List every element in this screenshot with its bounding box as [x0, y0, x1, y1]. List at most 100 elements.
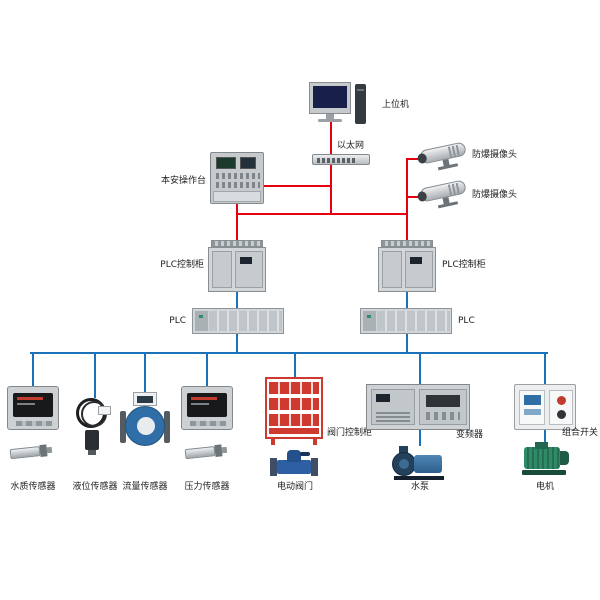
console-keyboard-shelf — [213, 191, 261, 202]
pump-base — [394, 476, 444, 480]
valve-modules-row-3 — [269, 414, 319, 426]
camera-lens — [416, 152, 428, 165]
blue-drop-pressure — [206, 352, 208, 386]
pump-motor — [414, 455, 442, 473]
valve-actuator — [287, 450, 301, 462]
label-host-computer: 上位机 — [382, 100, 410, 110]
cabinet-terminals — [381, 240, 433, 247]
plc-io-cards — [209, 311, 282, 331]
red-stub-camera-2 — [406, 196, 422, 198]
motor-base — [522, 470, 566, 475]
plc-io-cards — [377, 311, 450, 331]
red-line-switch-down — [330, 165, 332, 213]
electric-valve — [270, 450, 318, 478]
label-water-pump: 水泵 — [410, 482, 429, 492]
red-line-console-branch — [264, 185, 332, 187]
cabinet-door-left — [382, 251, 402, 288]
blue-line-inverter-to-pump — [419, 430, 421, 446]
blue-drop-inverter — [419, 352, 421, 384]
explosion-proof-camera-1 — [416, 141, 467, 171]
label-electric-valve: 电动阀门 — [276, 482, 313, 492]
label-combo-switch: 组合开关 — [562, 428, 599, 438]
blue-line-right-plc-to-bus — [406, 334, 408, 352]
cabinet-display — [410, 257, 422, 264]
sensor-head — [85, 430, 99, 450]
red-line-monitor-to-switch — [330, 122, 332, 154]
plc-cpu-module — [363, 311, 376, 331]
label-motor: 电机 — [535, 482, 554, 492]
water-pump — [392, 446, 448, 480]
plc-rack-right — [360, 308, 452, 334]
motor — [519, 442, 571, 476]
console-screen — [216, 157, 236, 169]
inverter — [366, 384, 470, 430]
combination-switch — [514, 384, 576, 430]
cabinet-leg-right — [313, 439, 317, 445]
red-line-console-to-left-cabinet — [236, 204, 238, 241]
inverter-door-right — [419, 389, 467, 425]
cabinet-leg-left — [271, 439, 275, 445]
combo-indicator-dark — [557, 410, 566, 419]
cabinet-display — [240, 257, 252, 264]
sensor-tag — [98, 406, 111, 415]
valve-modules-row-1 — [269, 382, 319, 394]
label-level-sensor: 液位传感器 — [72, 482, 118, 492]
label-camera-2: 防爆摄像头 — [472, 190, 518, 200]
monitor-screen — [313, 86, 347, 108]
cabinet-door-left — [212, 251, 232, 288]
label-pressure-sensor: 压力传感器 — [184, 482, 230, 492]
label-water-quality-sensor: 水质传感器 — [10, 482, 56, 492]
flange-left — [120, 411, 126, 443]
blue-drop-combo-switch — [544, 352, 546, 384]
water-quality-sensor — [7, 386, 59, 430]
sensor-display-text-2 — [17, 403, 35, 405]
plc-led — [199, 315, 203, 318]
camera-ribs — [447, 182, 462, 196]
valve-body — [277, 460, 311, 474]
flange-right — [164, 411, 170, 443]
sensor-display-text-2 — [191, 403, 209, 405]
pump-outlet — [399, 446, 408, 454]
inverter-panel — [426, 395, 460, 407]
combo-display — [524, 395, 541, 405]
host-computer — [309, 82, 369, 126]
plc-led — [367, 315, 371, 318]
label-plc-right: PLC — [458, 316, 475, 326]
label-valve-cabinet: 阀门控制柜 — [327, 428, 373, 438]
sensor-display-panel — [13, 393, 53, 417]
sensor-buttons — [16, 421, 52, 426]
label-plc-left: PLC — [169, 316, 186, 326]
plc-rack-left — [192, 308, 284, 334]
probe-tip — [46, 446, 53, 454]
motor-end-cap — [560, 451, 569, 465]
probe-tip — [221, 446, 228, 454]
valve-handwheel — [300, 452, 310, 456]
flowmeter-screen — [137, 396, 153, 403]
inverter-screen — [376, 394, 390, 402]
combo-panel-right — [549, 390, 573, 425]
plc-cpu-module — [195, 311, 208, 331]
inverter-door-left — [371, 389, 415, 425]
combo-display-2 — [524, 409, 541, 415]
label-ethernet: 以太网 — [337, 141, 365, 151]
cabinet-body — [208, 247, 266, 292]
flowmeter-body — [125, 406, 165, 446]
blue-fieldbus-line — [30, 352, 548, 354]
pressure-sensor — [181, 386, 233, 430]
valve-flange-right — [311, 458, 318, 476]
blue-drop-water-quality — [32, 352, 34, 386]
blue-drop-flow — [144, 352, 146, 392]
monitor-base — [318, 119, 342, 122]
flow-sensor — [120, 392, 170, 454]
water-quality-probe — [9, 444, 53, 460]
label-camera-1: 防爆摄像头 — [472, 150, 518, 160]
combo-panel-left — [519, 390, 545, 425]
pressure-probe — [184, 444, 228, 460]
level-sensor — [76, 398, 114, 456]
plc-cabinet-right — [378, 240, 436, 292]
valve-flange-left — [270, 458, 277, 476]
red-stub-camera-1 — [406, 158, 422, 160]
blue-line-combo-to-motor — [544, 430, 546, 442]
sensor-tip — [88, 450, 96, 455]
monitor-icon — [309, 82, 351, 114]
